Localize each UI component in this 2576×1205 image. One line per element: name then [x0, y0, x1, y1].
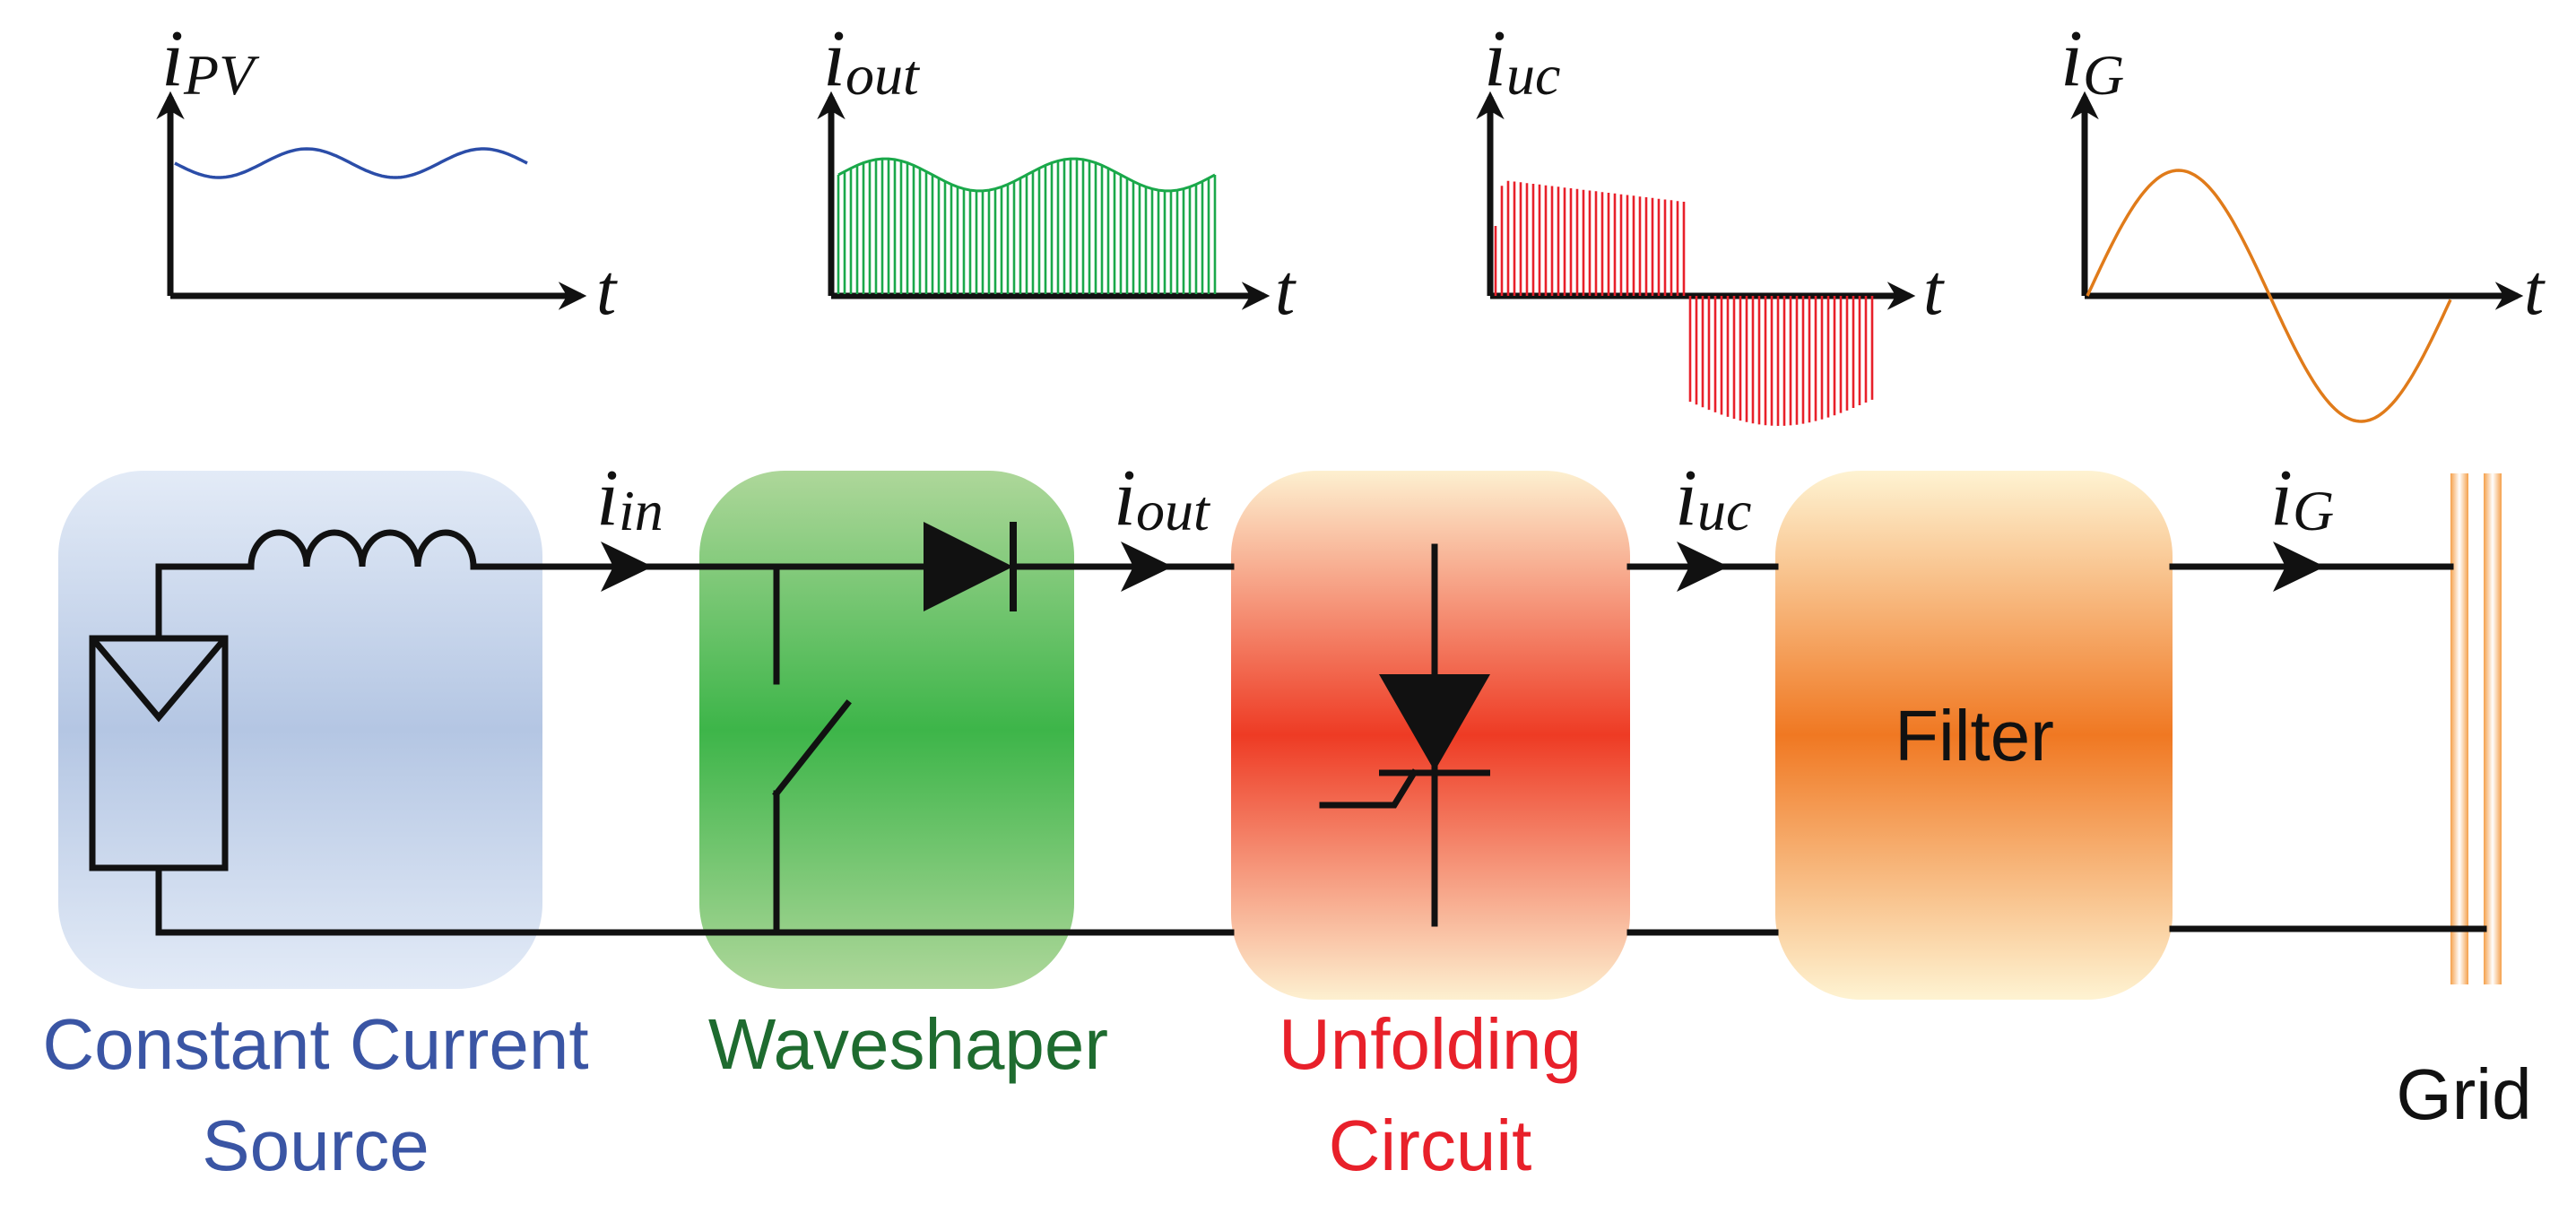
plot-iout-t-label: t: [1275, 251, 1297, 330]
thyristor-icon: [1319, 543, 1490, 927]
label-ipv: iPV: [161, 14, 260, 107]
plot-iout: iout t: [817, 14, 1297, 330]
arrow-iuc: [1677, 542, 1729, 592]
grid-bar-1: [2450, 473, 2468, 984]
plot-ipv: iPV t: [156, 14, 618, 330]
label-current-ig: iG: [2270, 454, 2334, 542]
caption-source-line1: Constant Current: [42, 1004, 588, 1084]
wave-iout: [837, 157, 1217, 294]
label-ig: iG: [2060, 14, 2124, 107]
arrow-iin: [601, 542, 653, 592]
arrow-ig: [2273, 542, 2325, 592]
plot-ig: iG t: [2060, 14, 2546, 423]
label-current-iin: iin: [596, 454, 664, 542]
label-iuc: iuc: [1484, 14, 1560, 107]
wave-iuc: [1494, 180, 1874, 426]
grid-bar-2: [2484, 473, 2502, 984]
label-current-iout: iout: [1114, 454, 1211, 542]
inductor: [247, 529, 477, 570]
wire-bottom: [155, 864, 1235, 936]
wire-top-source: [155, 563, 927, 642]
plot-iuc-t-label: t: [1923, 251, 1945, 330]
caption-grid: Grid: [2396, 1054, 2531, 1134]
plot-ipv-t-label: t: [596, 251, 618, 330]
block-waveshaper: [699, 471, 1074, 989]
caption-source-line2: Source: [202, 1105, 429, 1185]
plot-iuc: iuc t: [1476, 14, 1945, 426]
wave-ipv: [174, 147, 528, 179]
wave-ig: [2086, 169, 2452, 423]
diode-icon: [924, 522, 1017, 611]
caption-waveshaper: Waveshaper: [708, 1004, 1108, 1084]
caption-unfolding-line2: Circuit: [1329, 1105, 1532, 1185]
arrow-iout: [1121, 542, 1173, 592]
caption-unfolding-line1: Unfolding: [1279, 1004, 1582, 1084]
label-current-iuc: iuc: [1675, 454, 1751, 542]
plot-ig-t-label: t: [2524, 251, 2546, 330]
block-source: [58, 471, 542, 989]
caption-filter: Filter: [1895, 696, 2054, 776]
label-iout: iout: [823, 14, 921, 107]
pv-module-icon: [89, 635, 229, 871]
switch-icon: [772, 563, 852, 936]
block-filter: [1775, 471, 2173, 1000]
